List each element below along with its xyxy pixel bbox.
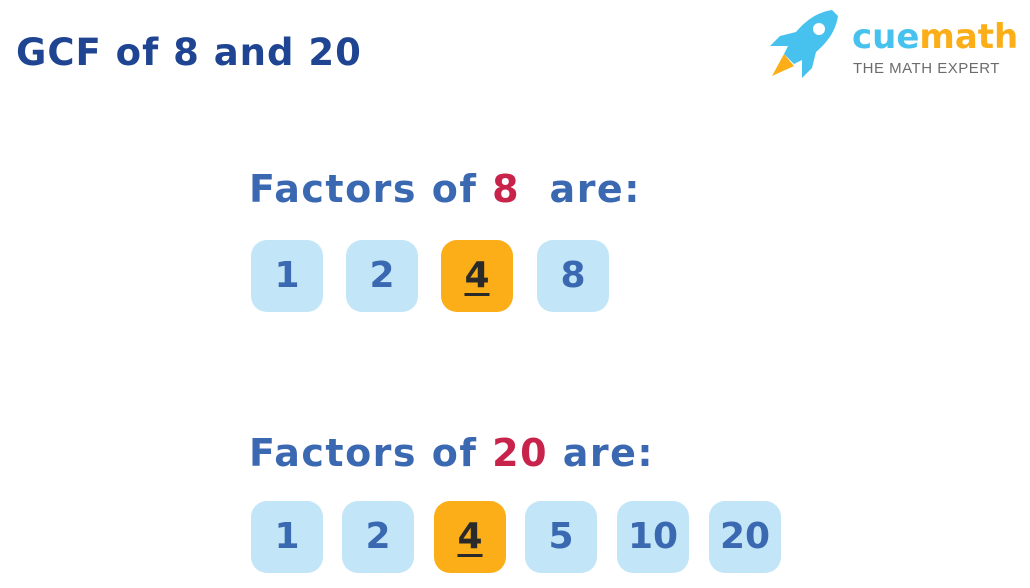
page-title: GCF of 8 and 20 [16, 31, 362, 74]
heading-number: 20 [492, 431, 549, 475]
factors-of-8-heading: Factors of 8 are: [249, 170, 641, 208]
factor-box-highlighted: 4 [434, 501, 506, 573]
factor-value: 4 [457, 516, 483, 557]
logo-wordmark: cuemath [852, 20, 1018, 54]
factor-value: 1 [274, 255, 300, 296]
logo-word-math: math [919, 17, 1019, 57]
heading-number: 8 [492, 167, 521, 211]
logo-word-cue: cue [852, 17, 920, 57]
factor-box: 20 [709, 501, 781, 573]
logo-tagline: THE MATH EXPERT [853, 60, 1000, 77]
factor-value: 2 [365, 516, 391, 557]
factor-box: 5 [525, 501, 597, 573]
factor-box: 1 [251, 240, 323, 312]
heading-prefix: Factors of [249, 431, 493, 475]
rocket-icon [770, 10, 838, 78]
factor-box: 2 [342, 501, 414, 573]
heading-prefix: Factors of [249, 167, 493, 211]
heading-suffix: are: [520, 167, 641, 211]
factor-box: 2 [346, 240, 418, 312]
factor-box-highlighted: 4 [441, 240, 513, 312]
factor-value: 4 [464, 255, 490, 296]
factor-value: 2 [369, 255, 395, 296]
factor-value: 8 [560, 255, 586, 296]
factor-box: 8 [537, 240, 609, 312]
cuemath-logo: cuemath THE MATH EXPERT [762, 6, 1022, 86]
factor-value: 5 [548, 516, 574, 557]
factor-value: 1 [274, 516, 300, 557]
factor-value: 20 [719, 516, 771, 557]
heading-suffix: are: [548, 431, 655, 475]
factor-box: 10 [617, 501, 689, 573]
factors-of-20-heading: Factors of 20 are: [249, 434, 654, 472]
factor-box: 1 [251, 501, 323, 573]
factor-value: 10 [627, 516, 679, 557]
